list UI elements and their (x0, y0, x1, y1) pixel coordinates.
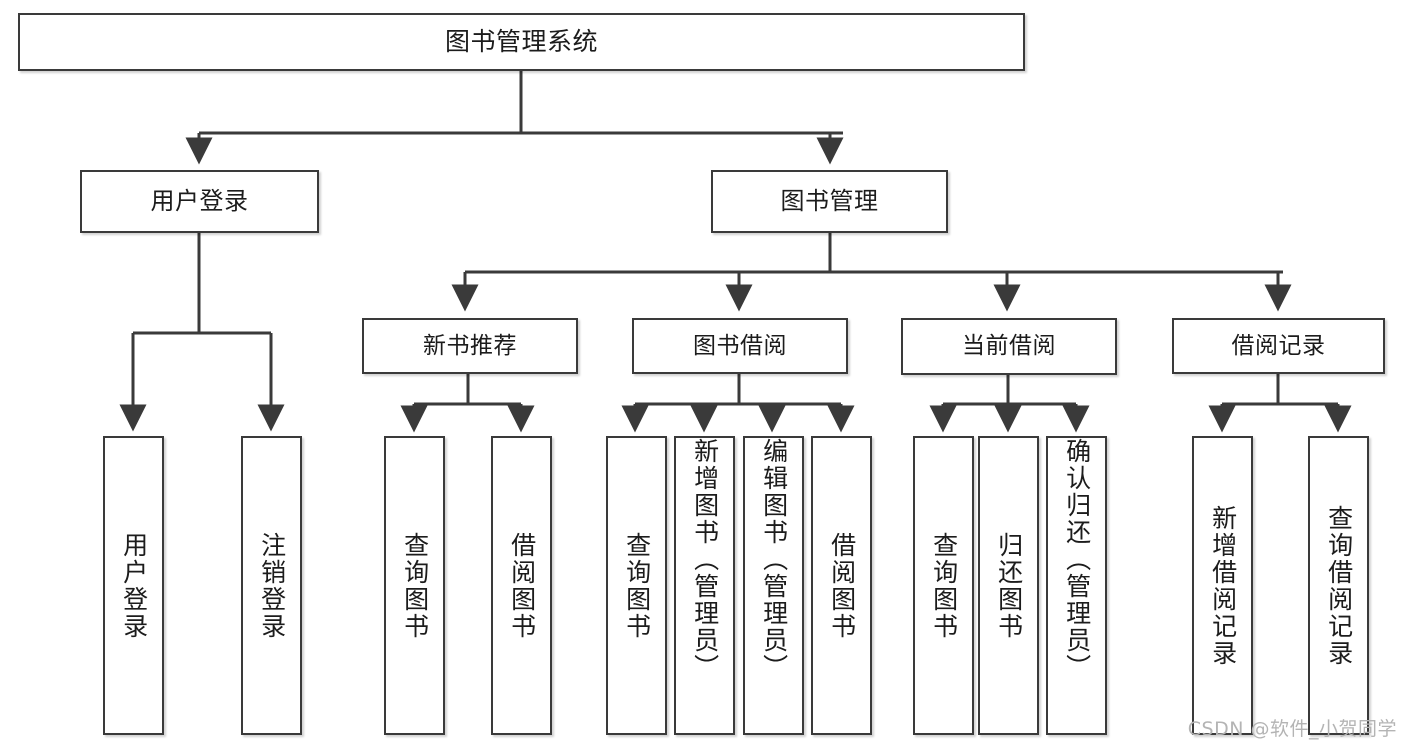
node-label: 图书借阅 (693, 332, 787, 359)
node-label: 查询图书 (400, 531, 430, 640)
node-label: 查询图书 (929, 531, 959, 640)
leaf-return-book[interactable]: 归还图书 (978, 436, 1039, 735)
leaf-query-book-current[interactable]: 查询图书 (913, 436, 974, 735)
node-label: 新增借阅记录 (1208, 504, 1238, 667)
leaf-query-book-recommend[interactable]: 查询图书 (384, 436, 445, 735)
node-label: 用户登录 (119, 531, 149, 640)
node-borrow-record[interactable]: 借阅记录 (1172, 318, 1385, 374)
node-user-login[interactable]: 用户登录 (80, 170, 319, 233)
node-label: 编辑图书（管理员） (759, 438, 789, 681)
leaf-query-borrow-record[interactable]: 查询借阅记录 (1308, 436, 1369, 735)
node-label: 注销登录 (257, 531, 287, 640)
node-root-system[interactable]: 图书管理系统 (18, 13, 1025, 71)
node-label: 查询图书 (622, 531, 652, 640)
leaf-edit-book-admin[interactable]: 编辑图书（管理员） (743, 436, 804, 735)
node-book-management[interactable]: 图书管理 (711, 170, 948, 233)
node-label: 新增图书（管理员） (690, 438, 720, 681)
node-label: 归还图书 (994, 531, 1024, 640)
node-label: 图书管理 (780, 186, 879, 215)
node-label: 借阅记录 (1231, 332, 1326, 359)
node-label: 用户登录 (150, 186, 249, 215)
node-label: 确认归还（管理员） (1062, 438, 1092, 681)
node-label: 新书推荐 (423, 332, 517, 359)
node-label: 查询借阅记录 (1324, 504, 1354, 667)
leaf-add-book-admin[interactable]: 新增图书（管理员） (674, 436, 735, 735)
leaf-borrow-book-recommend[interactable]: 借阅图书 (491, 436, 552, 735)
leaf-confirm-return-admin[interactable]: 确认归还（管理员） (1046, 436, 1107, 735)
node-label: 借阅图书 (827, 531, 857, 640)
node-new-book-recommend[interactable]: 新书推荐 (362, 318, 578, 374)
node-label: 图书管理系统 (444, 26, 598, 56)
node-label: 当前借阅 (962, 333, 1056, 360)
node-current-borrow[interactable]: 当前借阅 (901, 318, 1117, 375)
leaf-add-borrow-record[interactable]: 新增借阅记录 (1192, 436, 1253, 735)
node-label: 借阅图书 (507, 531, 537, 640)
watermark-text: CSDN @软件_小贺同学 (1187, 718, 1397, 740)
node-book-borrow[interactable]: 图书借阅 (632, 318, 848, 374)
leaf-borrow-book[interactable]: 借阅图书 (811, 436, 872, 735)
leaf-query-book-borrow[interactable]: 查询图书 (606, 436, 667, 735)
leaf-user-login[interactable]: 用户登录 (103, 436, 164, 735)
leaf-logout[interactable]: 注销登录 (241, 436, 302, 735)
